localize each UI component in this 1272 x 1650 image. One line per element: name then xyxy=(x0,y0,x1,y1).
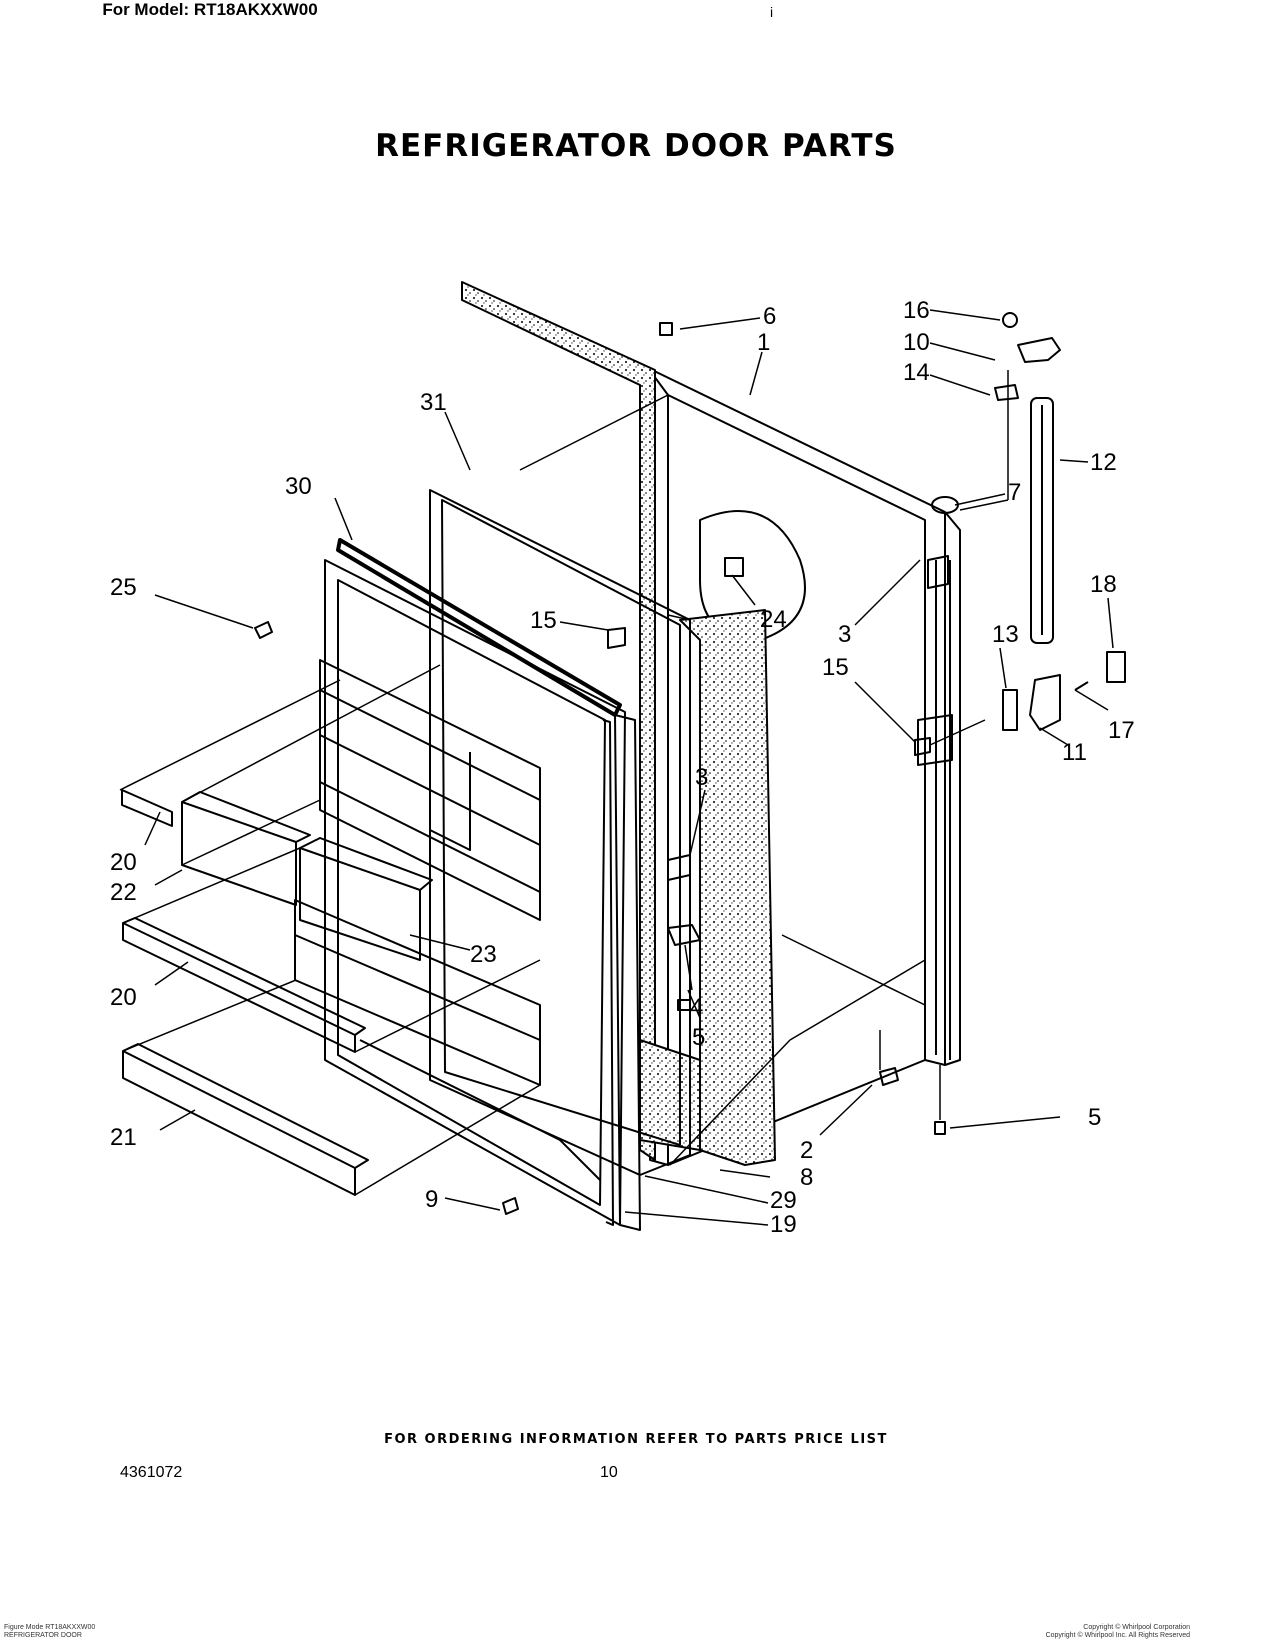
door-liner xyxy=(294,559,626,1226)
ordering-info-note: FOR ORDERING INFORMATION REFER TO PARTS … xyxy=(384,1432,888,1447)
door-foam-insulation xyxy=(461,281,776,1166)
figure-reference: Figure Mode RT18AKXXW00 REFRIGERATOR DOO… xyxy=(4,1624,96,1639)
shelf-retainer-23 xyxy=(299,837,433,961)
shelf-end-cap-20 xyxy=(121,789,173,827)
callout-labels: 6 1 16 10 14 12 7 31 30 25 24 15 3 15 18… xyxy=(110,297,1135,1238)
callout-15-upper: 15 xyxy=(530,607,557,634)
callout-31: 31 xyxy=(420,389,447,416)
callout-11: 11 xyxy=(1062,739,1087,766)
callout-16: 16 xyxy=(903,297,930,324)
page-number: 10 xyxy=(600,1464,618,1481)
shelf-retainer-22 xyxy=(181,791,311,906)
callout-3-lower: 3 xyxy=(695,764,708,791)
callout-22: 22 xyxy=(110,879,137,906)
callout-8: 8 xyxy=(800,1164,813,1191)
callout-10: 10 xyxy=(903,329,930,356)
callout-3-upper: 3 xyxy=(838,621,851,648)
shelf-front-21 xyxy=(122,1043,369,1196)
callout-29: 29 xyxy=(770,1187,797,1214)
callout-5-center: 5 xyxy=(692,1024,705,1051)
callout-14: 14 xyxy=(903,359,930,386)
callout-6: 6 xyxy=(763,303,776,330)
callout-23: 23 xyxy=(470,941,497,968)
copyright-notice: Copyright © Whirlpool Corporation Copyri… xyxy=(1045,1624,1190,1639)
callout-2: 2 xyxy=(800,1137,813,1164)
document-number: 4361072 xyxy=(120,1464,183,1481)
callout-24: 24 xyxy=(760,606,787,633)
callout-4: 4 xyxy=(690,994,703,1021)
door-gasket xyxy=(429,489,691,1231)
callout-20-lower: 20 xyxy=(110,984,137,1011)
callout-5-right: 5 xyxy=(1088,1104,1101,1131)
page-title: REFRIGERATOR DOOR PARTS xyxy=(375,128,897,164)
callout-7: 7 xyxy=(1008,479,1021,506)
door-shelf-30 xyxy=(336,538,622,717)
callout-1: 1 xyxy=(757,329,770,356)
callout-20-upper: 20 xyxy=(110,849,137,876)
callout-leader-lines xyxy=(144,309,1114,1226)
callout-18: 18 xyxy=(1090,571,1117,598)
callout-21: 21 xyxy=(110,1124,137,1151)
callout-12: 12 xyxy=(1090,449,1117,476)
callout-30: 30 xyxy=(285,473,312,500)
shelf-bar-20 xyxy=(122,917,366,1053)
callout-25: 25 xyxy=(110,574,137,601)
callout-15-lower: 15 xyxy=(822,654,849,681)
screw-parts xyxy=(254,322,946,1215)
hinge-rod xyxy=(994,312,1126,731)
callout-9: 9 xyxy=(425,1186,438,1213)
callout-13: 13 xyxy=(992,621,1019,648)
assembly-guide-lines xyxy=(119,370,1009,1196)
callout-17: 17 xyxy=(1108,717,1135,744)
model-subtitle: For Model: RT18AKXXW00 xyxy=(102,0,318,19)
scan-mark: i xyxy=(770,4,774,20)
callout-19: 19 xyxy=(770,1211,797,1238)
